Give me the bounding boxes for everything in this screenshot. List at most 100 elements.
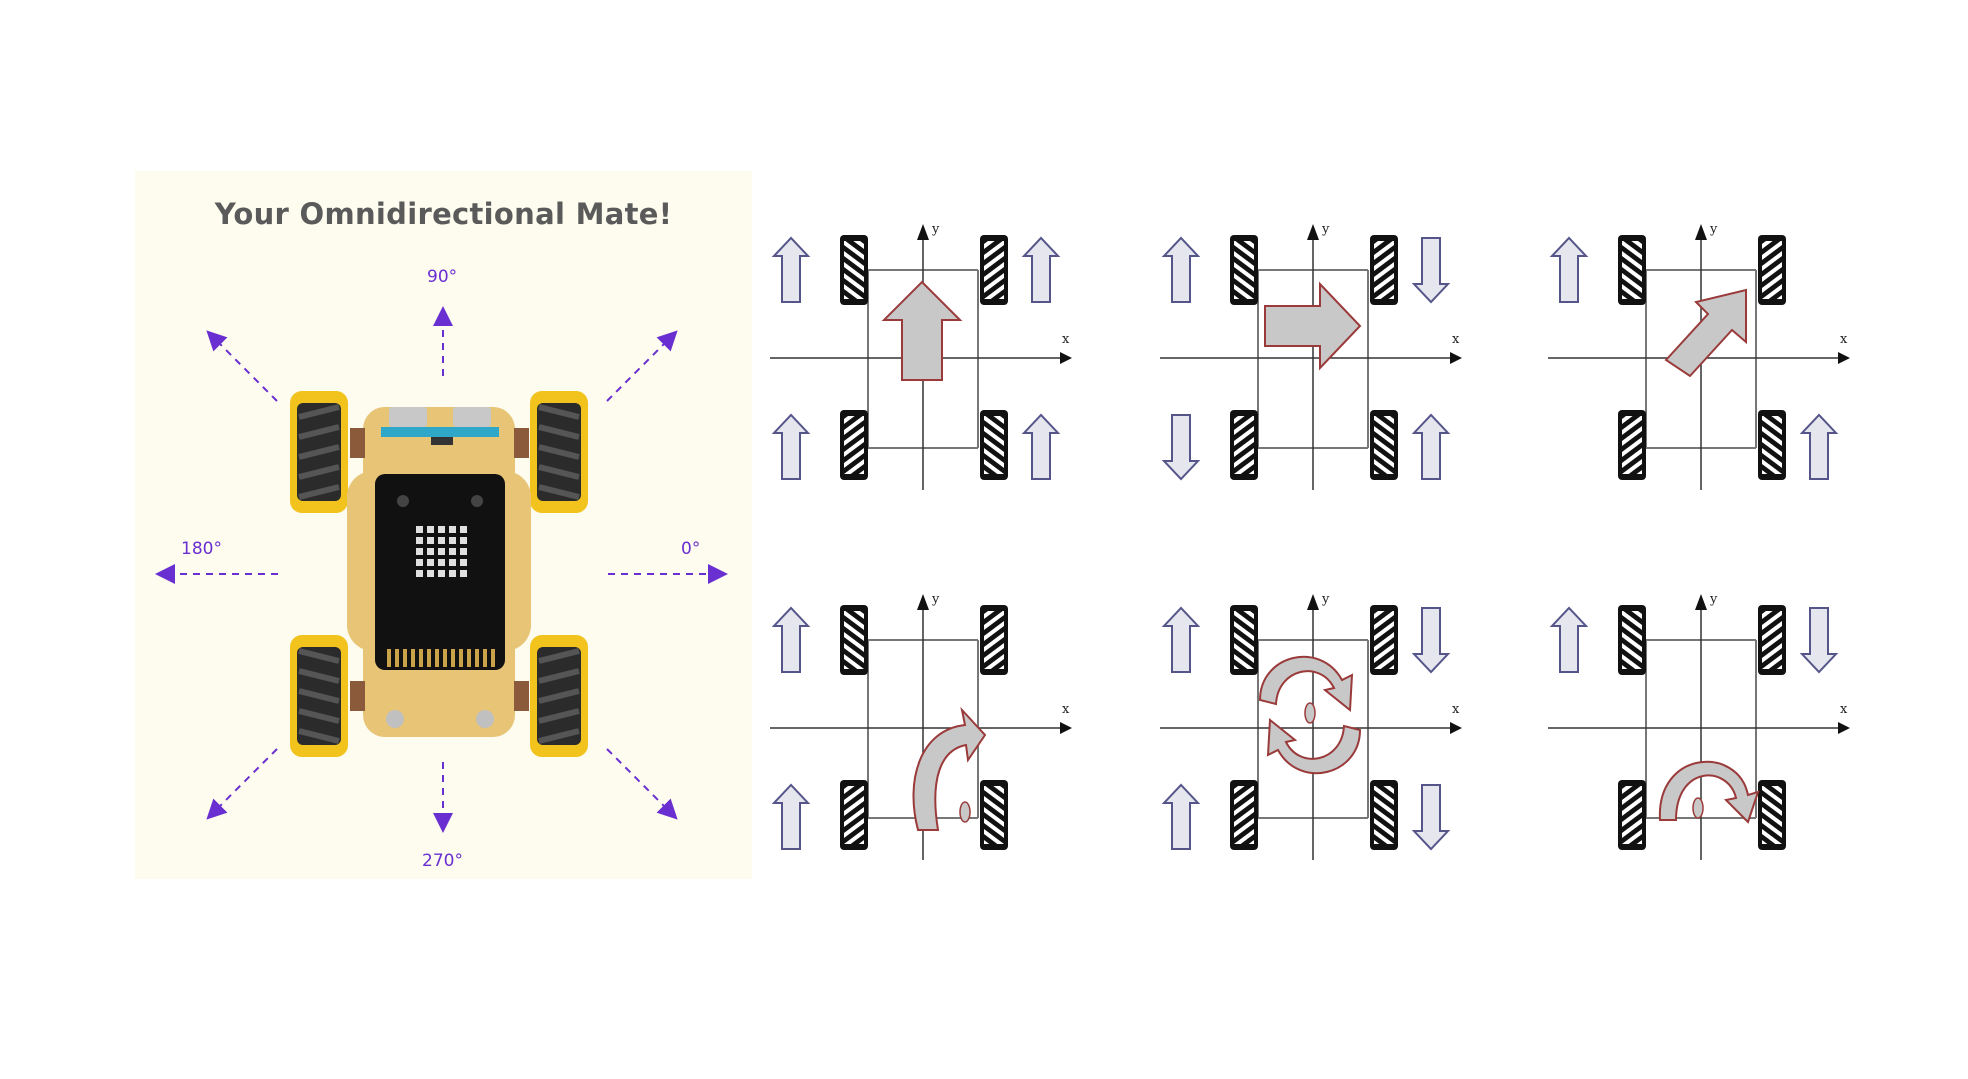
- led: [416, 526, 423, 533]
- axes: [1160, 224, 1462, 490]
- motion-arrow: [1664, 288, 1747, 378]
- edge-pin: [427, 649, 431, 667]
- wheels: [290, 391, 588, 757]
- wheel-front-right: [1370, 605, 1398, 675]
- wheel-rear-right: [530, 635, 588, 757]
- angle-label-270: 270°: [422, 851, 463, 871]
- edge-pin: [403, 649, 407, 667]
- led: [460, 548, 467, 555]
- axis-label-x: x: [1062, 702, 1070, 717]
- wheel-arrow-front-left: [1549, 236, 1589, 303]
- wheel-rear-right: [1370, 410, 1398, 480]
- motion-diagram-svg: [1160, 594, 1462, 860]
- edge-pin: [395, 649, 399, 667]
- wheel-arrow-rear-left: [1161, 783, 1201, 850]
- wheel-rear-left: [1618, 410, 1646, 480]
- wheel-rear-right: [1370, 780, 1398, 850]
- led: [427, 548, 434, 555]
- wheel-front-left: [290, 391, 348, 513]
- led: [449, 537, 456, 544]
- led: [449, 570, 456, 577]
- axis-label-y: y: [1322, 592, 1330, 607]
- wheel-arrow-front-left: [1161, 606, 1201, 673]
- wheel-arrow-rear-left: [771, 413, 811, 480]
- led: [449, 526, 456, 533]
- motion-diagram-svg: [1160, 224, 1462, 490]
- wheel-arrow-front-right: [1411, 237, 1451, 304]
- wheel-rear-right: [980, 780, 1008, 850]
- led: [438, 548, 445, 555]
- motion-diagram-svg: [770, 224, 1072, 490]
- motion-arrow: [1658, 760, 1760, 824]
- axis-label-x: x: [1840, 332, 1848, 347]
- wheel-rear-left: [1618, 780, 1646, 850]
- wheel-rear-right: [980, 410, 1008, 480]
- motion-arrow: [1264, 281, 1362, 371]
- led: [438, 537, 445, 544]
- led: [416, 537, 423, 544]
- arrow-225: [206, 748, 278, 820]
- led: [438, 559, 445, 566]
- wheel-arrow-front-left: [1549, 606, 1589, 673]
- axis-label-x: x: [1452, 332, 1460, 347]
- wheel-arrow-front-right: [1021, 236, 1061, 303]
- edge-pin: [491, 649, 495, 667]
- wheel-rear-left: [840, 410, 868, 480]
- edge-pin: [443, 649, 447, 667]
- wheel-front-left: [1618, 605, 1646, 675]
- led: [460, 559, 467, 566]
- wheel-rear-left: [1230, 410, 1258, 480]
- arrow-315: [606, 748, 678, 820]
- edge-pin: [419, 649, 423, 667]
- arrow-135: [206, 330, 278, 402]
- motion-diagram-svg: [1548, 224, 1850, 490]
- axes: [1548, 594, 1850, 860]
- edge-pin: [435, 649, 439, 667]
- edge-pin: [483, 649, 487, 667]
- wheel-arrow-rear-right: [1799, 413, 1839, 480]
- led: [460, 526, 467, 533]
- wheel-front-left: [840, 605, 868, 675]
- led: [416, 559, 423, 566]
- wheel-rear-left: [1230, 780, 1258, 850]
- robot-car-illustration: [155, 306, 728, 833]
- motion-arrow: [881, 280, 963, 381]
- angle-label-0: 0°: [681, 539, 701, 559]
- wheel-arrow-rear-right: [1021, 413, 1061, 480]
- led: [427, 526, 434, 533]
- edge-pin: [475, 649, 479, 667]
- axis-label-y: y: [1710, 592, 1718, 607]
- panel-title: Your Omnidirectional Mate!: [214, 197, 673, 231]
- wheel-arrow-front-right: [1799, 607, 1839, 674]
- led: [438, 570, 445, 577]
- wheel-arrow-rear-left: [771, 783, 811, 850]
- wheel-arrow-front-right: [1411, 607, 1451, 674]
- motion-diagram-svg: [770, 594, 1072, 860]
- wheel-rear-right: [1758, 780, 1786, 850]
- led: [449, 559, 456, 566]
- led: [416, 570, 423, 577]
- led: [427, 570, 434, 577]
- axis-label-y: y: [1322, 222, 1330, 237]
- axis-label-y: y: [932, 592, 940, 607]
- edge-pin: [467, 649, 471, 667]
- wheel-rear-left: [840, 780, 868, 850]
- wheel-front-left: [1230, 235, 1258, 305]
- wheel-front-right: [980, 605, 1008, 675]
- wheel-front-right: [980, 235, 1008, 305]
- robot-car-panel: Your Omnidirectional Mate!: [135, 171, 752, 879]
- wheel-arrow-rear-right: [1411, 413, 1451, 480]
- edge-pin: [451, 649, 455, 667]
- wheel-arrow-rear-left: [1161, 414, 1201, 481]
- ultrasonic-sensor: [381, 407, 499, 445]
- wheel-arrow-front-left: [1161, 236, 1201, 303]
- wheel-front-left: [1230, 605, 1258, 675]
- edge-pin: [411, 649, 415, 667]
- direction-arrows: [155, 306, 728, 833]
- wheel-rear-left: [290, 635, 348, 757]
